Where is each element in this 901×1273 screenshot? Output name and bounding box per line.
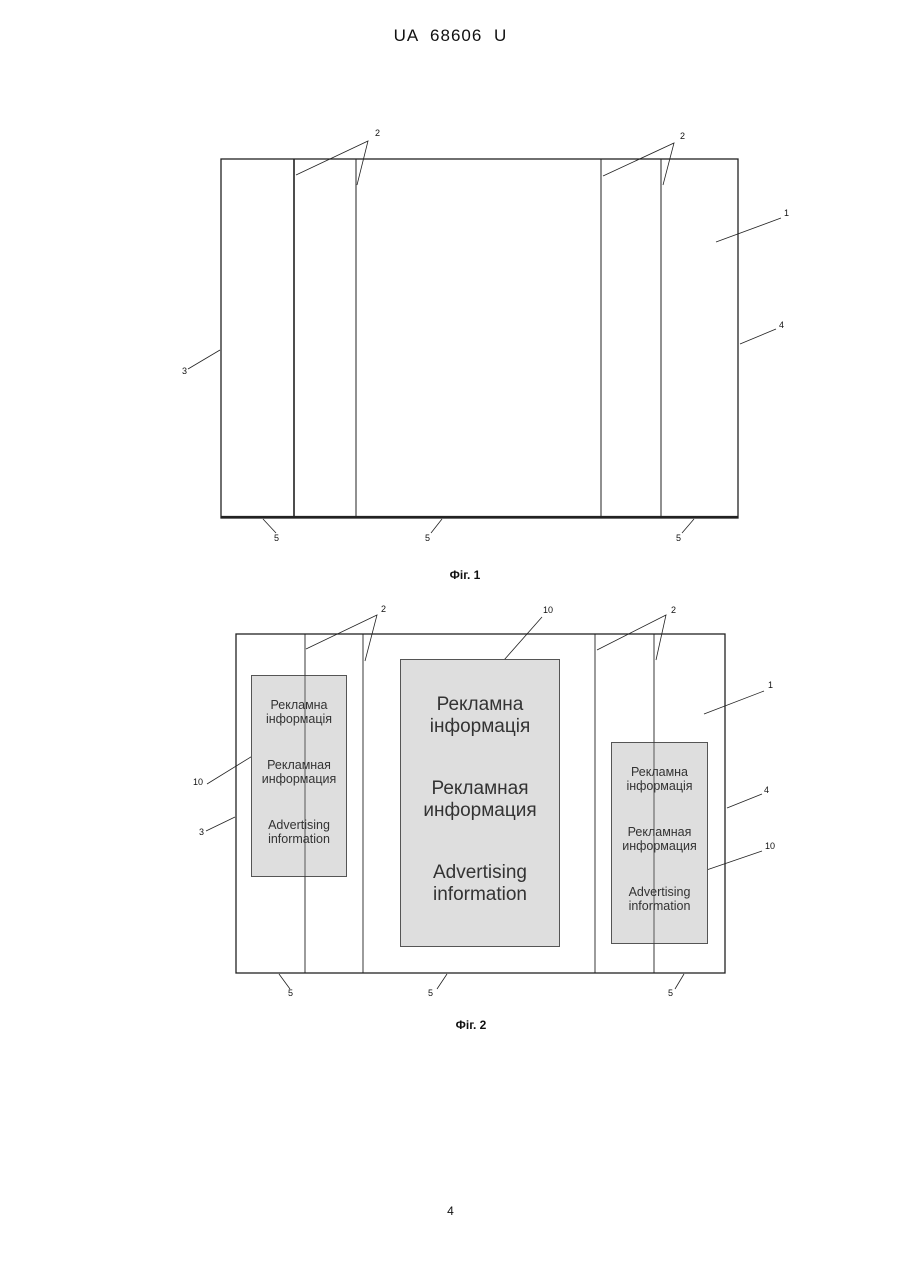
figure2-label-4: 4 (764, 785, 769, 795)
ad-text-ukrainian: Рекламна інформація (626, 765, 692, 794)
ad-block-center: Рекламна інформація Рекламная информация… (400, 659, 560, 947)
figure1-leader-5 (263, 519, 276, 533)
figure1-caption: Фіг. 1 (405, 568, 525, 582)
figure2-caption: Фіг. 2 (411, 1018, 531, 1032)
figure1-label-5: 5 (274, 533, 279, 543)
figure2-leader-5 (437, 974, 447, 989)
figure1-leader-2-right (603, 143, 674, 185)
figure2-label-2: 2 (671, 605, 676, 615)
figure1-leader-1 (716, 218, 781, 242)
figure1-leader-4 (740, 329, 776, 344)
figure2-label-5: 5 (668, 988, 673, 998)
figure1-drawing (188, 141, 781, 533)
figure1-sheet-outline (221, 159, 738, 518)
figure1-label-2: 2 (680, 131, 685, 141)
figure2-label-3: 3 (199, 827, 204, 837)
figure2-label-5: 5 (428, 988, 433, 998)
ad-text-ukrainian: Рекламна інформація (266, 698, 332, 727)
figure1-label-4: 4 (779, 320, 784, 330)
figure2-leader-4 (727, 794, 762, 808)
ad-text-russian: Рекламная информация (262, 758, 337, 787)
figure1-label-2: 2 (375, 128, 380, 138)
figure2-leader-5 (279, 974, 290, 989)
figure1-leader-5 (682, 519, 694, 533)
figure2-label-1: 1 (768, 680, 773, 690)
figure2-label-2: 2 (381, 604, 386, 614)
figure2-leader-1 (704, 691, 764, 714)
figure1-label-3: 3 (182, 366, 187, 376)
ad-text-russian: Рекламная информация (423, 778, 536, 822)
figure2-leader-2-left (306, 615, 377, 661)
figure2-leader-3 (206, 817, 235, 831)
figure2-label-5: 5 (288, 988, 293, 998)
figure2-label-10: 10 (193, 777, 203, 787)
figure2-leader-2-right (597, 615, 666, 660)
page-number: 4 (0, 1204, 901, 1218)
figure1-leader-3 (188, 350, 220, 369)
figure1-label-5: 5 (425, 533, 430, 543)
ad-block-right: Рекламна інформація Рекламная информация… (611, 742, 708, 944)
figure2-leader-5 (675, 974, 684, 989)
ad-text-english: Advertising information (629, 885, 691, 914)
figure1-leader-2-left (296, 141, 368, 185)
ad-text-russian: Рекламная информация (622, 825, 697, 854)
figure1-leader-5 (431, 519, 442, 533)
figure1-label-5: 5 (676, 533, 681, 543)
ad-block-left: Рекламна інформація Рекламная информация… (251, 675, 347, 877)
ad-text-english: Advertising information (433, 862, 527, 906)
ad-text-ukrainian: Рекламна інформація (430, 694, 531, 738)
figure2-label-10: 10 (765, 841, 775, 851)
figure2-label-10: 10 (543, 605, 553, 615)
ad-text-english: Advertising information (268, 818, 330, 847)
figure1-label-1: 1 (784, 208, 789, 218)
